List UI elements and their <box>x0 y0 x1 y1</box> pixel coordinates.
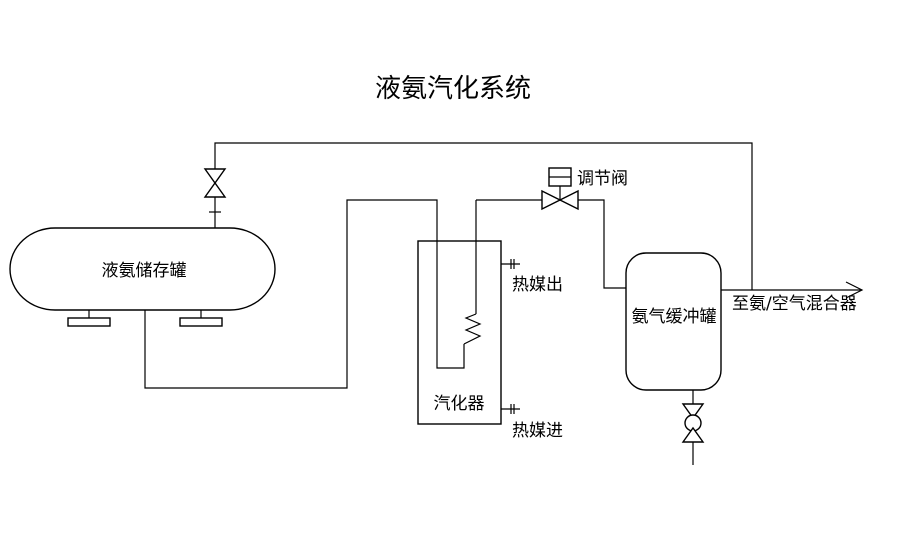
buffer-tank-label: 氨气缓冲罐 <box>632 307 717 327</box>
vapor-line-2 <box>578 199 626 289</box>
vaporizer: 汽化器 热媒出 热媒进 <box>417 200 563 441</box>
control-valve-icon: 调节阀 <box>541 167 628 211</box>
heat-media-out-label: 热媒出 <box>512 275 563 295</box>
buffer-tank: 氨气缓冲罐 <box>625 252 722 391</box>
outlet-arrow-icon <box>845 281 864 299</box>
liquid-feed-line <box>144 199 465 389</box>
outlet-label: 至氨/空气混合器 <box>732 294 857 314</box>
heating-coil-icon <box>463 313 482 345</box>
storage-tank-label: 液氨储存罐 <box>102 261 187 281</box>
page-title: 液氨汽化系统 <box>375 74 531 104</box>
vaporizer-label: 汽化器 <box>434 394 485 414</box>
control-valve-label: 调节阀 <box>577 169 628 189</box>
drain-valve-icon <box>681 390 705 465</box>
heat-media-in-label: 热媒进 <box>512 421 563 441</box>
storage-tank: 液氨储存罐 <box>9 227 276 327</box>
manual-valve-icon <box>203 168 227 213</box>
